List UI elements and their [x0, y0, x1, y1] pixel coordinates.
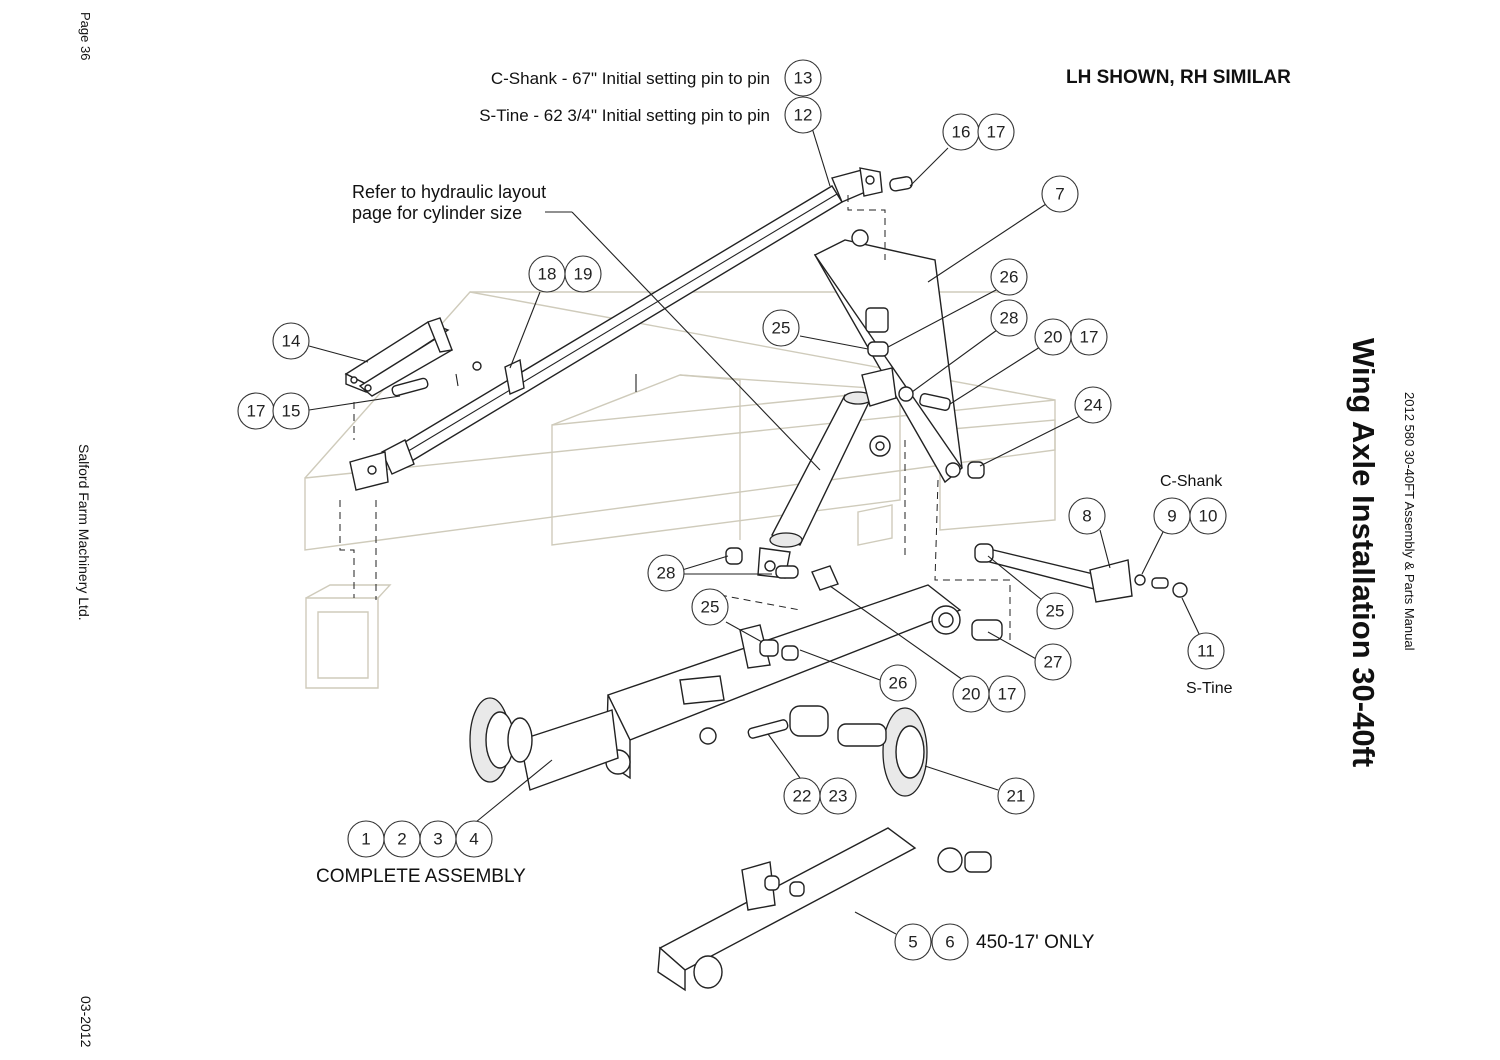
callout-15: 15	[272, 392, 310, 430]
svg-text:17: 17	[987, 123, 1006, 142]
callout-3: 3	[419, 820, 457, 858]
svg-text:25: 25	[701, 598, 720, 617]
svg-text:10: 10	[1199, 507, 1218, 526]
callout-18: 18	[528, 255, 566, 293]
leader-lines	[308, 114, 1201, 935]
alignment-lines	[339, 195, 1011, 640]
svg-text:21: 21	[1007, 787, 1026, 806]
callout-17-left: 17	[237, 392, 275, 430]
svg-text:25: 25	[1046, 602, 1065, 621]
svg-text:23: 23	[829, 787, 848, 806]
callout-24: 24	[1074, 386, 1112, 424]
lh-shown-note: LH SHOWN, RH SIMILAR	[1066, 67, 1291, 88]
svg-text:2: 2	[397, 830, 406, 849]
frame-ghost	[304, 291, 1056, 689]
callout-23: 23	[819, 777, 857, 815]
callout-17-pin-top: 17	[977, 113, 1015, 151]
callout-4: 4	[455, 820, 493, 858]
hydraulic-cylinder	[757, 367, 897, 579]
callout-6: 6	[931, 923, 969, 961]
svg-text:27: 27	[1044, 653, 1063, 672]
svg-text:15: 15	[282, 402, 301, 421]
callout-17-lower: 17	[988, 675, 1026, 713]
callout-8: 8	[1068, 497, 1106, 535]
svg-text:20: 20	[962, 685, 981, 704]
svg-text:13: 13	[794, 69, 813, 88]
callout-1: 1	[347, 820, 385, 858]
svg-text:20: 20	[1044, 328, 1063, 347]
callout-16: 16	[942, 113, 980, 151]
svg-text:11: 11	[1197, 642, 1215, 661]
axle-arm	[605, 584, 1003, 780]
pin-top	[889, 176, 913, 192]
svg-text:25: 25	[772, 319, 791, 338]
hydraulic-ram	[349, 167, 883, 491]
svg-text:28: 28	[1000, 309, 1019, 328]
svg-text:4: 4	[469, 830, 478, 849]
svg-text:26: 26	[889, 674, 908, 693]
callout-19: 19	[564, 255, 602, 293]
svg-text:8: 8	[1082, 507, 1091, 526]
s-tine-label: S-Tine	[1186, 680, 1233, 697]
callout-22: 22	[783, 777, 821, 815]
svg-text:19: 19	[574, 265, 593, 284]
callout-28-lower: 28	[647, 554, 685, 592]
callout-27: 27	[1034, 643, 1072, 681]
svg-text:17: 17	[1080, 328, 1099, 347]
callout-11: 11	[1187, 632, 1225, 670]
callout-28-upper: 28	[990, 299, 1028, 337]
svg-text:17: 17	[247, 402, 266, 421]
spindle-bolt	[974, 543, 1188, 603]
callout-17-upper: 17	[1070, 318, 1108, 356]
svg-text:1: 1	[361, 830, 370, 849]
svg-text:14: 14	[282, 332, 301, 351]
callout-12: 12	[784, 96, 822, 134]
callout-25-lower: 25	[691, 588, 729, 626]
svg-text:6: 6	[945, 933, 954, 952]
svg-text:9: 9	[1167, 507, 1176, 526]
callout-25-right: 25	[1036, 592, 1074, 630]
cylinder-hardware	[725, 341, 985, 591]
refer-note-line1: Refer to hydraulic layout	[352, 182, 546, 202]
svg-text:3: 3	[433, 830, 442, 849]
svg-text:5: 5	[908, 933, 917, 952]
c-shank-setting-note: C-Shank - 67" Initial setting pin to pin	[491, 69, 770, 88]
spindle-hubs	[469, 697, 928, 797]
svg-text:7: 7	[1055, 185, 1064, 204]
callout-20-upper: 20	[1034, 318, 1072, 356]
callout-2: 2	[383, 820, 421, 858]
svg-text:22: 22	[793, 787, 812, 806]
callout-20-lower: 20	[952, 675, 990, 713]
callout-7: 7	[1041, 175, 1079, 213]
callout-13: 13	[784, 59, 822, 97]
callout-14: 14	[272, 322, 310, 360]
callout-25-upper: 25	[762, 309, 800, 347]
complete-assembly-label: COMPLETE ASSEMBLY	[316, 866, 526, 887]
c-shank-label: C-Shank	[1160, 473, 1223, 490]
svg-text:26: 26	[1000, 268, 1019, 287]
svg-text:12: 12	[794, 106, 813, 125]
svg-text:16: 16	[952, 123, 971, 142]
callout-26-upper: 26	[990, 258, 1028, 296]
callout-10: 10	[1189, 497, 1227, 535]
refer-note-line2: page for cylinder size	[352, 203, 522, 223]
callout-26-lower: 26	[879, 664, 917, 702]
svg-text:24: 24	[1084, 396, 1103, 415]
svg-text:17: 17	[998, 685, 1017, 704]
svg-text:18: 18	[538, 265, 557, 284]
s-tine-setting-note: S-Tine - 62 3/4" Initial setting pin to …	[479, 106, 770, 125]
callout-21: 21	[997, 777, 1035, 815]
callout-5: 5	[894, 923, 932, 961]
callout-9: 9	[1153, 497, 1191, 535]
only-450-label: 450-17' ONLY	[976, 932, 1095, 953]
left-bracket	[344, 317, 637, 397]
arm-450-only	[657, 827, 992, 992]
svg-text:28: 28	[657, 564, 676, 583]
